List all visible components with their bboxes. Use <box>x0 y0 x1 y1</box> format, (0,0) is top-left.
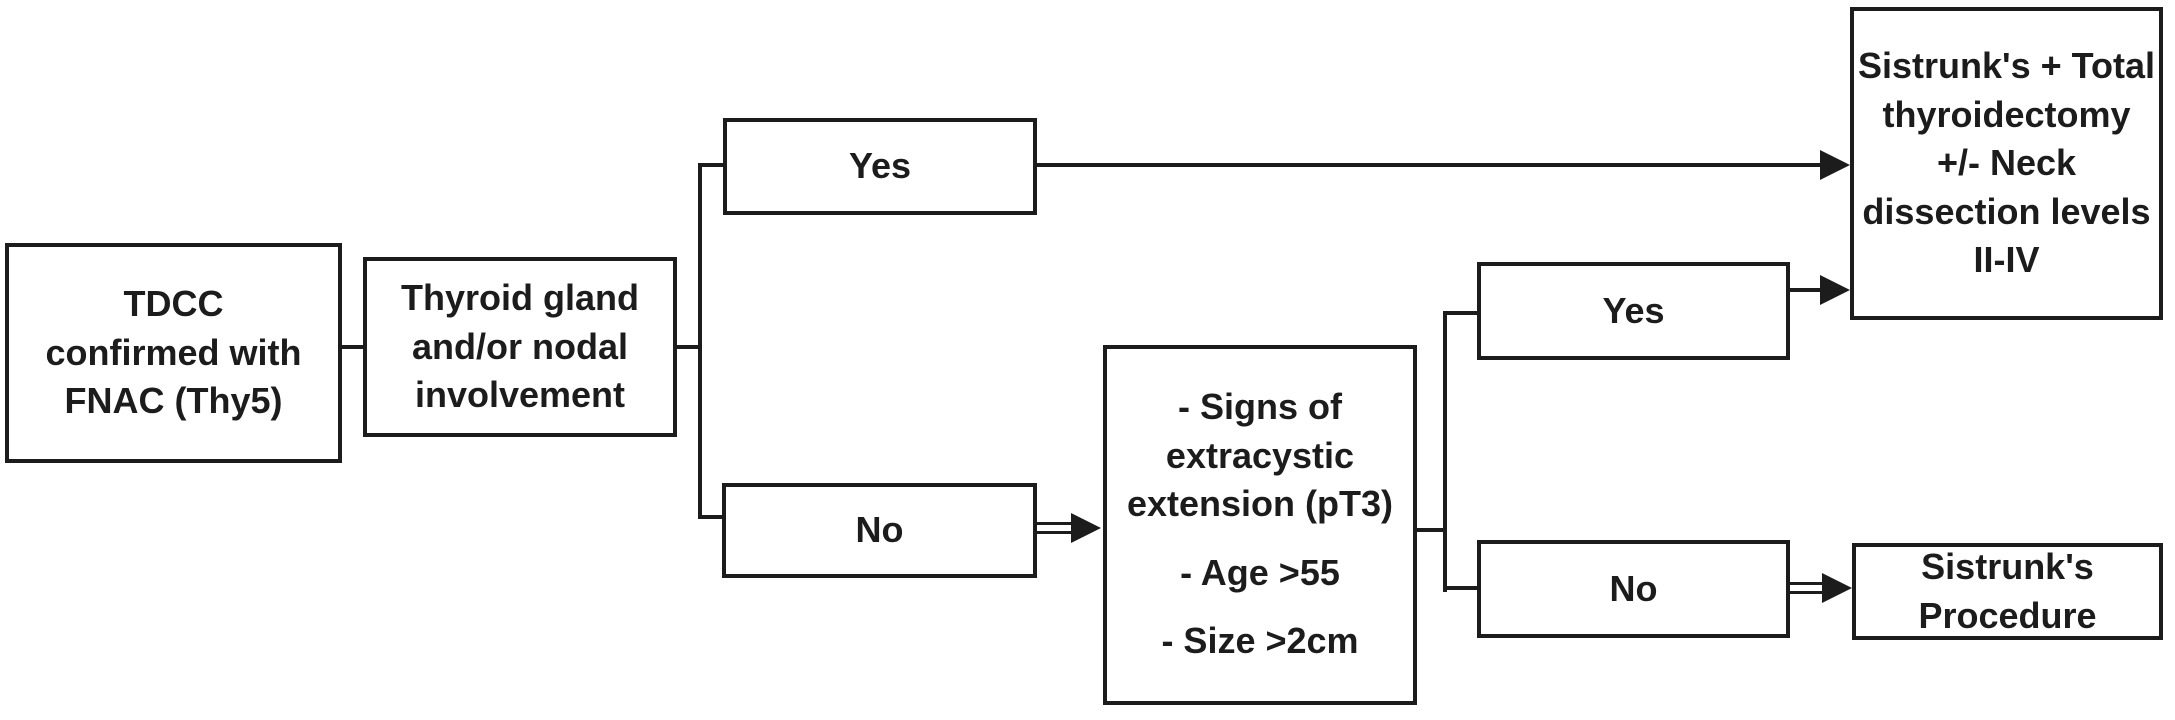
node-outcome-sistrunks-procedure: Sistrunk's Procedure <box>1852 543 2163 640</box>
arrowhead-no1-criteria-icon <box>1071 513 1101 543</box>
node-yes-2: Yes <box>1477 262 1790 360</box>
node-no-1: No <box>722 483 1037 578</box>
connector-no2-sistrunk <box>1790 582 1824 594</box>
connector-criteria-branch-stub <box>1417 528 1447 532</box>
node-no-2: No <box>1477 540 1790 638</box>
criteria-item-size: - Size >2cm <box>1161 620 1359 662</box>
arrowhead-yes1-surgery-icon <box>1820 150 1850 180</box>
connector-tdcc-thyroid <box>342 345 363 349</box>
connector-branch2-to-no2 <box>1443 586 1477 590</box>
connector-no1-criteria <box>1037 522 1072 534</box>
connector-branch1-to-no1 <box>698 515 722 519</box>
connector-yes1-surgery <box>1037 163 1822 167</box>
node-thyroid-nodal-involvement: Thyroid gland and/or nodal involvement <box>363 257 677 437</box>
connector-branch1-to-yes1 <box>698 163 723 167</box>
connector-branch2-vertical <box>1443 311 1447 592</box>
node-risk-criteria: - Signs of extracystic extension (pT3) -… <box>1103 345 1417 705</box>
connector-thyroid-branch-stub <box>677 345 702 349</box>
connector-branch1-vertical <box>698 163 702 519</box>
arrowhead-yes2-surgery-icon <box>1820 275 1850 305</box>
criteria-item-age: - Age >55 <box>1180 551 1340 593</box>
node-yes-1: Yes <box>723 118 1037 215</box>
connector-yes2-surgery <box>1790 288 1822 292</box>
node-outcome-thyroidectomy: Sistrunk's + Total thyroidectomy +/- Nec… <box>1850 7 2163 320</box>
connector-branch2-to-yes2 <box>1443 311 1477 315</box>
node-tdcc-confirmed: TDCC confirmed with FNAC (Thy5) <box>5 243 342 463</box>
arrowhead-no2-sistrunk-icon <box>1822 573 1852 603</box>
criteria-item-extracystic: - Signs of extracystic extension (pT3) <box>1126 386 1394 525</box>
